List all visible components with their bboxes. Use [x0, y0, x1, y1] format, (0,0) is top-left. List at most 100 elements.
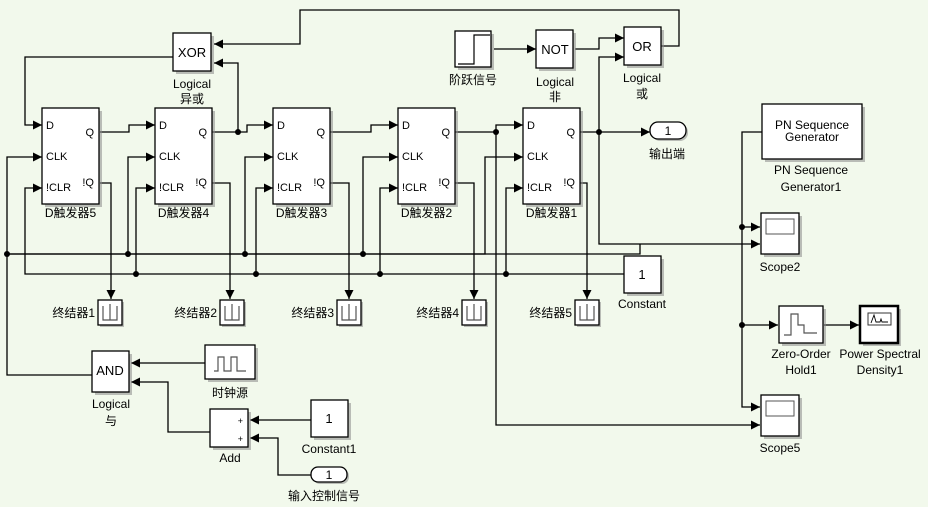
port-clr-label: !CLR — [277, 182, 302, 194]
wire-ff4-q-to-xor — [214, 58, 239, 132]
port-clk-label: CLK — [402, 151, 424, 163]
pn-label-2: Generator1 — [781, 180, 842, 194]
wire-ff2-q-to-scope5 — [495, 132, 760, 430]
port-q-label: Q — [85, 127, 94, 139]
zoh-label-1: Zero-Order — [771, 347, 830, 361]
constant1-label: Constant1 — [302, 442, 357, 456]
not-block[interactable]: NOT Logical 非 — [535, 29, 576, 104]
add-sign-2: + — [238, 434, 243, 444]
scope-screen-icon — [765, 400, 795, 417]
port-clr-label: !CLR — [402, 182, 427, 194]
add-label: Add — [219, 451, 240, 465]
outport-number: 1 — [665, 124, 672, 138]
flipflop-label: D触发器1 — [526, 205, 578, 220]
and-label-1: Logical — [92, 397, 130, 411]
pn-inner-1: PN Sequence — [775, 118, 849, 132]
spectrum-icon — [870, 313, 888, 324]
and-inner-label: AND — [96, 363, 123, 378]
wire-ff4-nq-to-term2 — [212, 182, 235, 299]
or-block[interactable]: OR Logical 或 — [623, 26, 664, 101]
port-nq-label: !Q — [195, 177, 207, 189]
pulse-icon — [214, 356, 246, 372]
xor-block[interactable]: XOR Logical 异或 — [172, 32, 214, 106]
terminator-label: 终结器5 — [529, 305, 572, 320]
port-d-label: D — [527, 120, 535, 132]
wire-not-to-or — [575, 33, 624, 50]
wire-clr-ff1 — [505, 183, 523, 274]
inport-label: 输入控制信号 — [288, 488, 360, 503]
inport-block[interactable]: 1 输入控制信号 — [288, 466, 360, 503]
port-nq-label: !Q — [82, 177, 94, 189]
port-d-label: D — [159, 120, 167, 132]
wire-clk-ff3 — [244, 152, 273, 254]
wire-clk-ff2 — [362, 152, 398, 254]
clock-source-block[interactable]: 时钟源 — [204, 344, 258, 400]
clock-label: 时钟源 — [212, 385, 248, 400]
scope5-block[interactable]: Scope5 — [760, 394, 802, 455]
or-label-1: Logical — [623, 71, 661, 85]
wire-ff2-q-to-ff1-d — [455, 120, 523, 133]
constant1-value: 1 — [325, 411, 332, 426]
terminator-icon — [579, 304, 595, 321]
wire-pn-to-scope5 — [741, 325, 760, 412]
xor-label-1: Logical — [173, 77, 211, 91]
xor-label-2: 异或 — [180, 92, 204, 106]
port-clk-label: CLK — [277, 151, 299, 163]
terminator-block-1[interactable]: 终结器1 — [52, 299, 124, 327]
terminator-label: 终结器3 — [291, 305, 334, 320]
step-block[interactable]: 阶跃信号 — [449, 30, 497, 87]
terminator-icon — [102, 304, 118, 321]
port-clr-label: !CLR — [46, 182, 71, 194]
port-nq-label: !Q — [313, 177, 325, 189]
psd-label-1: Power Spectral — [839, 347, 920, 361]
xor-inner-label: XOR — [178, 45, 206, 60]
wire-xor-to-ff5-d — [24, 56, 173, 130]
port-clk-label: CLK — [46, 151, 68, 163]
and-label-2: 与 — [105, 414, 117, 428]
wire-inport-to-add — [250, 433, 311, 476]
psd-screen-icon — [867, 312, 892, 326]
add-block[interactable]: + + Add — [209, 408, 251, 465]
or-label-2: 或 — [636, 87, 648, 101]
terminator-block-4[interactable]: 终结器4 — [416, 299, 488, 327]
not-label-1: Logical — [536, 75, 574, 89]
wire-clr-ff4 — [135, 183, 155, 274]
outport-block[interactable]: 1 输出端 — [649, 121, 688, 161]
terminator-label: 终结器4 — [416, 305, 459, 320]
terminator-icon — [341, 304, 357, 321]
wire-pn-to-scope2 — [741, 131, 762, 232]
terminator-block-2[interactable]: 终结器2 — [174, 299, 246, 327]
port-q-label: Q — [441, 127, 450, 139]
wire-constant-to-clr-bus — [24, 183, 624, 275]
terminator-block-5[interactable]: 终结器5 — [529, 299, 601, 327]
port-q-label: Q — [198, 127, 207, 139]
step-icon — [458, 34, 490, 65]
constant-value: 1 — [638, 267, 645, 282]
wire-clr-ff3 — [255, 183, 273, 274]
flipflop-label: D触发器5 — [45, 205, 97, 220]
terminator-layer: 终结器1 终结器2 终结器3 终结器4 终结器5 — [52, 299, 601, 327]
power-spectral-density-block[interactable]: Power Spectral Density1 — [839, 304, 921, 377]
port-q-label: Q — [316, 127, 325, 139]
constant1-block[interactable]: 1 Constant1 — [302, 399, 357, 456]
wire-ff2-nq-to-term4 — [455, 182, 479, 299]
not-inner-label: NOT — [541, 42, 569, 57]
constant-block[interactable]: 1 Constant — [618, 255, 667, 311]
step-label: 阶跃信号 — [449, 73, 497, 87]
wire-ff5-nq-to-term1 — [100, 182, 116, 299]
wire-clr-ff2 — [379, 183, 398, 274]
and-block[interactable]: AND Logical 与 — [91, 350, 132, 428]
inport-number: 1 — [326, 468, 333, 482]
port-d-label: D — [277, 120, 285, 132]
terminator-block-3[interactable]: 终结器3 — [291, 299, 363, 327]
zoh-icon — [784, 313, 817, 336]
zero-order-hold-block[interactable]: Zero-Order Hold1 — [771, 305, 831, 377]
scope2-block[interactable]: Scope2 — [760, 212, 802, 274]
pn-sequence-generator-block[interactable]: PN Sequence Generator PN Sequence Genera… — [761, 103, 865, 194]
